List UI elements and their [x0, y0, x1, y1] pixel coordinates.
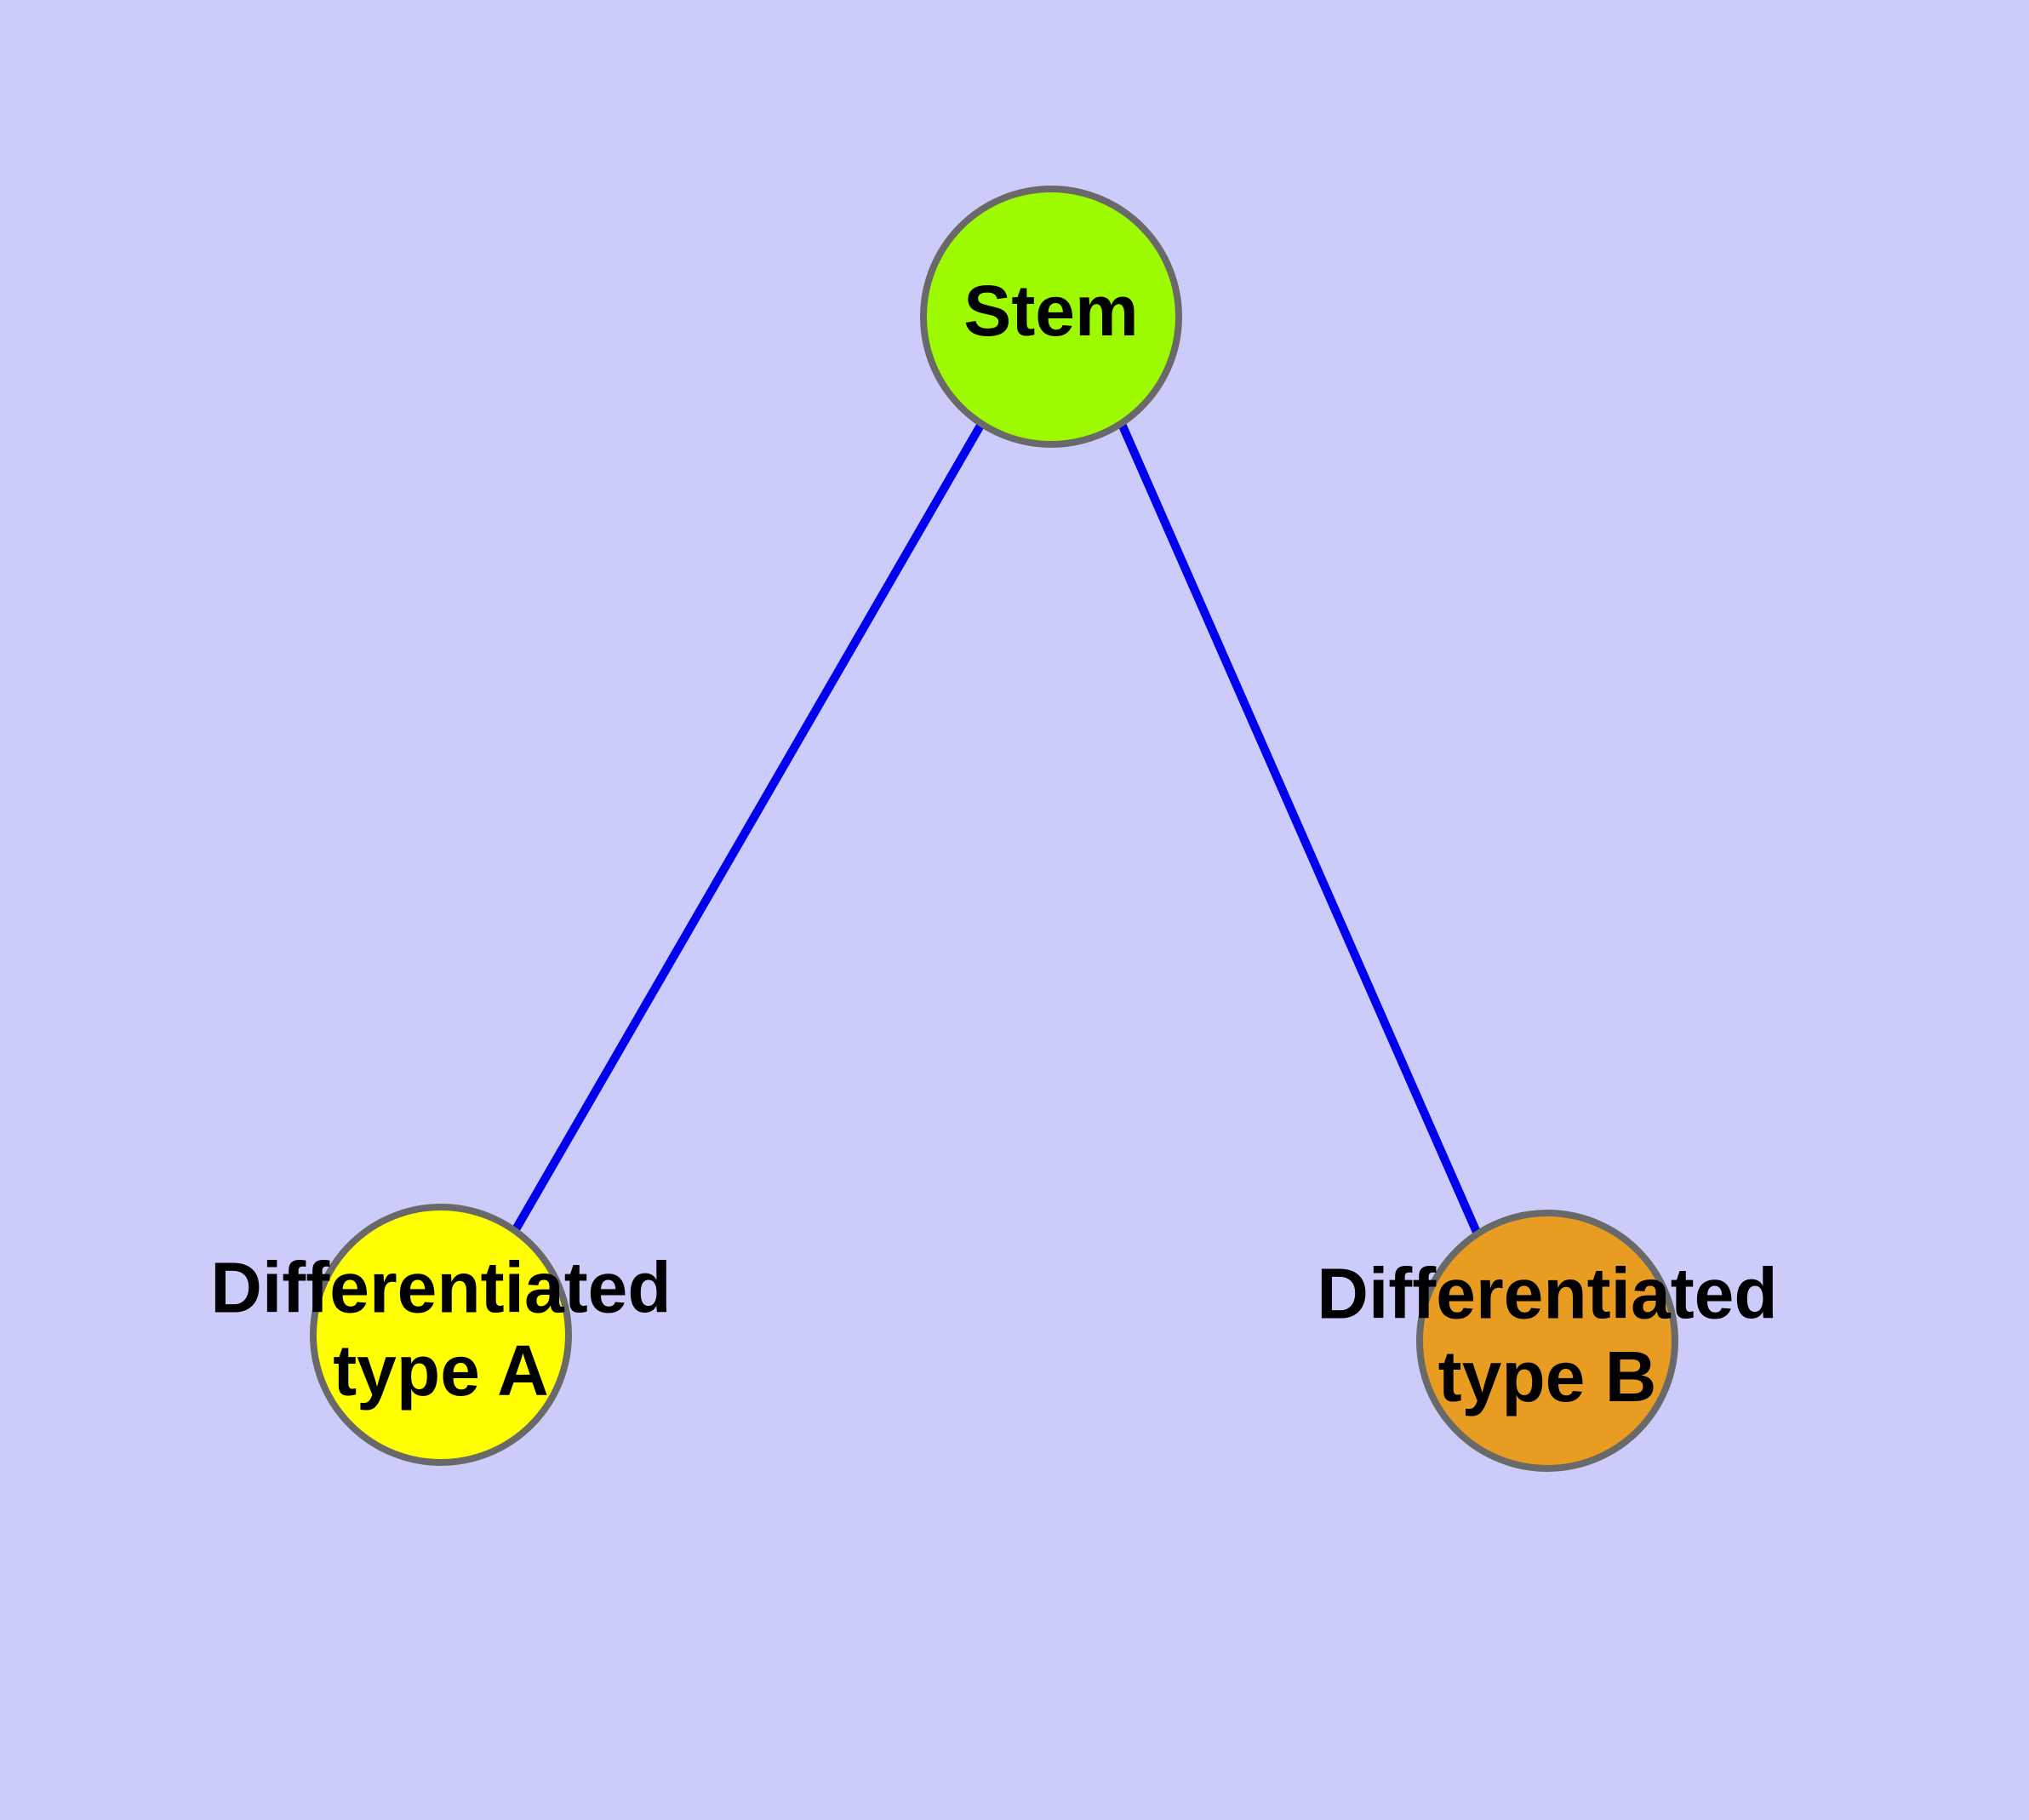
edge-layer	[511, 421, 1483, 1239]
node-differentiated-type-a[interactable]: Differentiated type A	[210, 1204, 672, 1466]
node-differentiated-type-b-label-line1: Differentiated	[1317, 1253, 1777, 1333]
edge-stem-to-differentiated-type-b[interactable]	[1117, 421, 1483, 1239]
node-differentiated-type-b[interactable]: Differentiated type B	[1317, 1210, 1778, 1472]
edge-stem-to-differentiated-type-a[interactable]	[511, 421, 986, 1233]
node-differentiated-type-a-label-line2: type A	[333, 1331, 549, 1411]
node-stem[interactable]: Stem	[920, 186, 1182, 448]
node-differentiated-type-b-label-line2: type B	[1438, 1336, 1657, 1417]
node-stem-label: Stem	[963, 271, 1138, 351]
node-layer: Stem Differentiated type A Differentiate…	[210, 186, 1778, 1472]
node-stem-circle[interactable]	[920, 186, 1182, 448]
node-differentiated-type-a-label-line1: Differentiated	[210, 1247, 671, 1327]
node-differentiated-type-a-circle[interactable]	[310, 1204, 572, 1466]
node-differentiated-type-b-circle[interactable]	[1416, 1210, 1678, 1472]
